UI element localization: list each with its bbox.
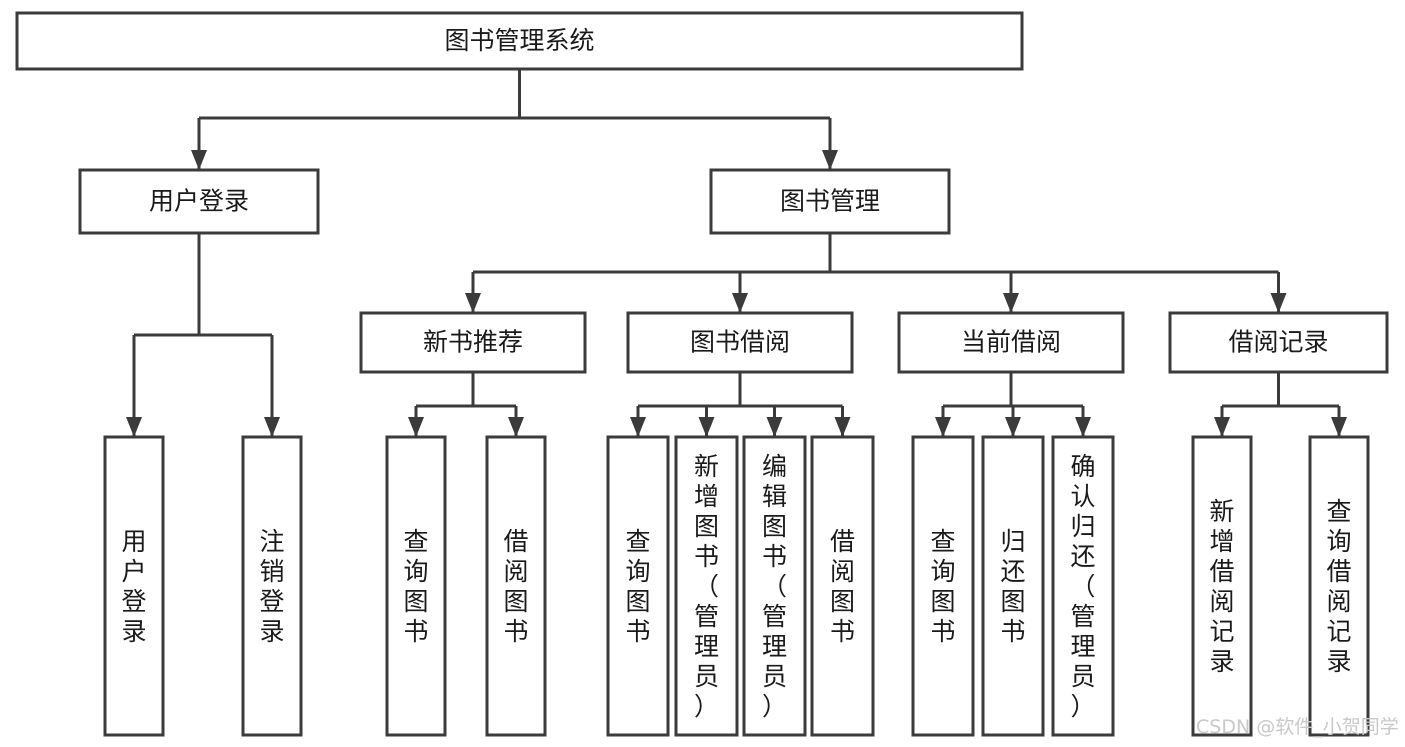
- node-leaf-add-book-admin[interactable]: 新增图书（管理员）: [674, 435, 739, 737]
- node-user-login[interactable]: 用户登录: [78, 168, 320, 235]
- node-label-root: 图书管理系统: [444, 26, 594, 55]
- node-label-leaf-add-borrow-record: 新增借阅记录: [1209, 497, 1234, 676]
- node-label-leaf-borrow-book-2: 借阅图书: [830, 527, 855, 646]
- node-box-leaf-add-book-admin[interactable]: [674, 435, 739, 737]
- node-leaf-add-borrow-record[interactable]: 新增借阅记录: [1191, 435, 1253, 737]
- node-label-book-manage: 图书管理: [780, 187, 880, 216]
- node-box-leaf-borrow-book-2[interactable]: [810, 435, 875, 737]
- node-box-current-borrow[interactable]: [897, 311, 1125, 374]
- node-box-leaf-query-book-3[interactable]: [911, 435, 975, 737]
- node-label-leaf-user-logout: 注销登录: [259, 527, 284, 646]
- node-box-borrow-record[interactable]: [1168, 311, 1389, 374]
- node-label-book-borrow: 图书借阅: [690, 328, 790, 357]
- node-box-new-book-recommend[interactable]: [359, 311, 587, 374]
- node-box-leaf-query-book-2[interactable]: [606, 435, 670, 737]
- node-leaf-query-book-1[interactable]: 查询图书: [385, 435, 447, 737]
- node-leaf-user-login[interactable]: 用户登录: [103, 435, 165, 737]
- node-box-leaf-edit-book-admin[interactable]: [742, 435, 807, 737]
- node-box-root[interactable]: [15, 11, 1024, 71]
- node-box-book-manage[interactable]: [709, 168, 951, 235]
- node-leaf-query-book-2[interactable]: 查询图书: [606, 435, 670, 737]
- node-leaf-user-logout[interactable]: 注销登录: [241, 435, 303, 737]
- node-label-leaf-query-book-3: 查询图书: [930, 527, 955, 646]
- node-label-new-book-recommend: 新书推荐: [423, 328, 523, 357]
- node-box-leaf-query-borrow-record[interactable]: [1308, 435, 1370, 737]
- node-label-user-login: 用户登录: [149, 187, 249, 216]
- node-box-leaf-return-book[interactable]: [981, 435, 1045, 737]
- nodes-layer: 图书管理系统用户登录图书管理用户登录注销登录新书推荐查询图书借阅图书图书借阅查询…: [15, 11, 1389, 737]
- node-borrow-record[interactable]: 借阅记录: [1168, 311, 1389, 374]
- connectors-layer: [126, 69, 1347, 437]
- node-book-borrow[interactable]: 图书借阅: [626, 311, 854, 374]
- node-box-leaf-borrow-book-1[interactable]: [485, 435, 547, 737]
- node-root[interactable]: 图书管理系统: [15, 11, 1024, 71]
- node-label-leaf-add-book-admin: 新增图书（管理员）: [694, 452, 719, 721]
- node-label-leaf-query-borrow-record: 查询借阅记录: [1326, 497, 1351, 676]
- node-box-leaf-query-book-1[interactable]: [385, 435, 447, 737]
- node-label-current-borrow: 当前借阅: [961, 328, 1061, 357]
- node-leaf-borrow-book-2[interactable]: 借阅图书: [810, 435, 875, 737]
- node-label-borrow-record: 借阅记录: [1228, 328, 1328, 357]
- node-box-leaf-user-logout[interactable]: [241, 435, 303, 737]
- node-label-leaf-return-book: 归还图书: [1000, 527, 1025, 646]
- node-label-leaf-confirm-return-admin: 确认归还（管理员）: [1070, 452, 1095, 721]
- node-leaf-return-book[interactable]: 归还图书: [981, 435, 1045, 737]
- node-leaf-edit-book-admin[interactable]: 编辑图书（管理员）: [742, 435, 807, 737]
- node-box-book-borrow[interactable]: [626, 311, 854, 374]
- node-box-leaf-add-borrow-record[interactable]: [1191, 435, 1253, 737]
- node-book-manage[interactable]: 图书管理: [709, 168, 951, 235]
- node-leaf-query-borrow-record[interactable]: 查询借阅记录: [1308, 435, 1370, 737]
- node-box-user-login[interactable]: [78, 168, 320, 235]
- node-label-leaf-query-book-1: 查询图书: [403, 527, 428, 646]
- node-leaf-query-book-3[interactable]: 查询图书: [911, 435, 975, 737]
- node-leaf-borrow-book-1[interactable]: 借阅图书: [485, 435, 547, 737]
- node-new-book-recommend[interactable]: 新书推荐: [359, 311, 587, 374]
- node-current-borrow[interactable]: 当前借阅: [897, 311, 1125, 374]
- node-box-leaf-user-login[interactable]: [103, 435, 165, 737]
- node-label-leaf-query-book-2: 查询图书: [625, 527, 650, 646]
- node-box-leaf-confirm-return-admin[interactable]: [1051, 435, 1115, 737]
- node-label-leaf-borrow-book-1: 借阅图书: [503, 527, 528, 646]
- node-label-leaf-user-login: 用户登录: [121, 527, 146, 646]
- node-label-leaf-edit-book-admin: 编辑图书（管理员）: [762, 452, 787, 721]
- csdn-watermark: CSDN @软件_小贺同学: [1196, 716, 1399, 738]
- node-leaf-confirm-return-admin[interactable]: 确认归还（管理员）: [1051, 435, 1115, 737]
